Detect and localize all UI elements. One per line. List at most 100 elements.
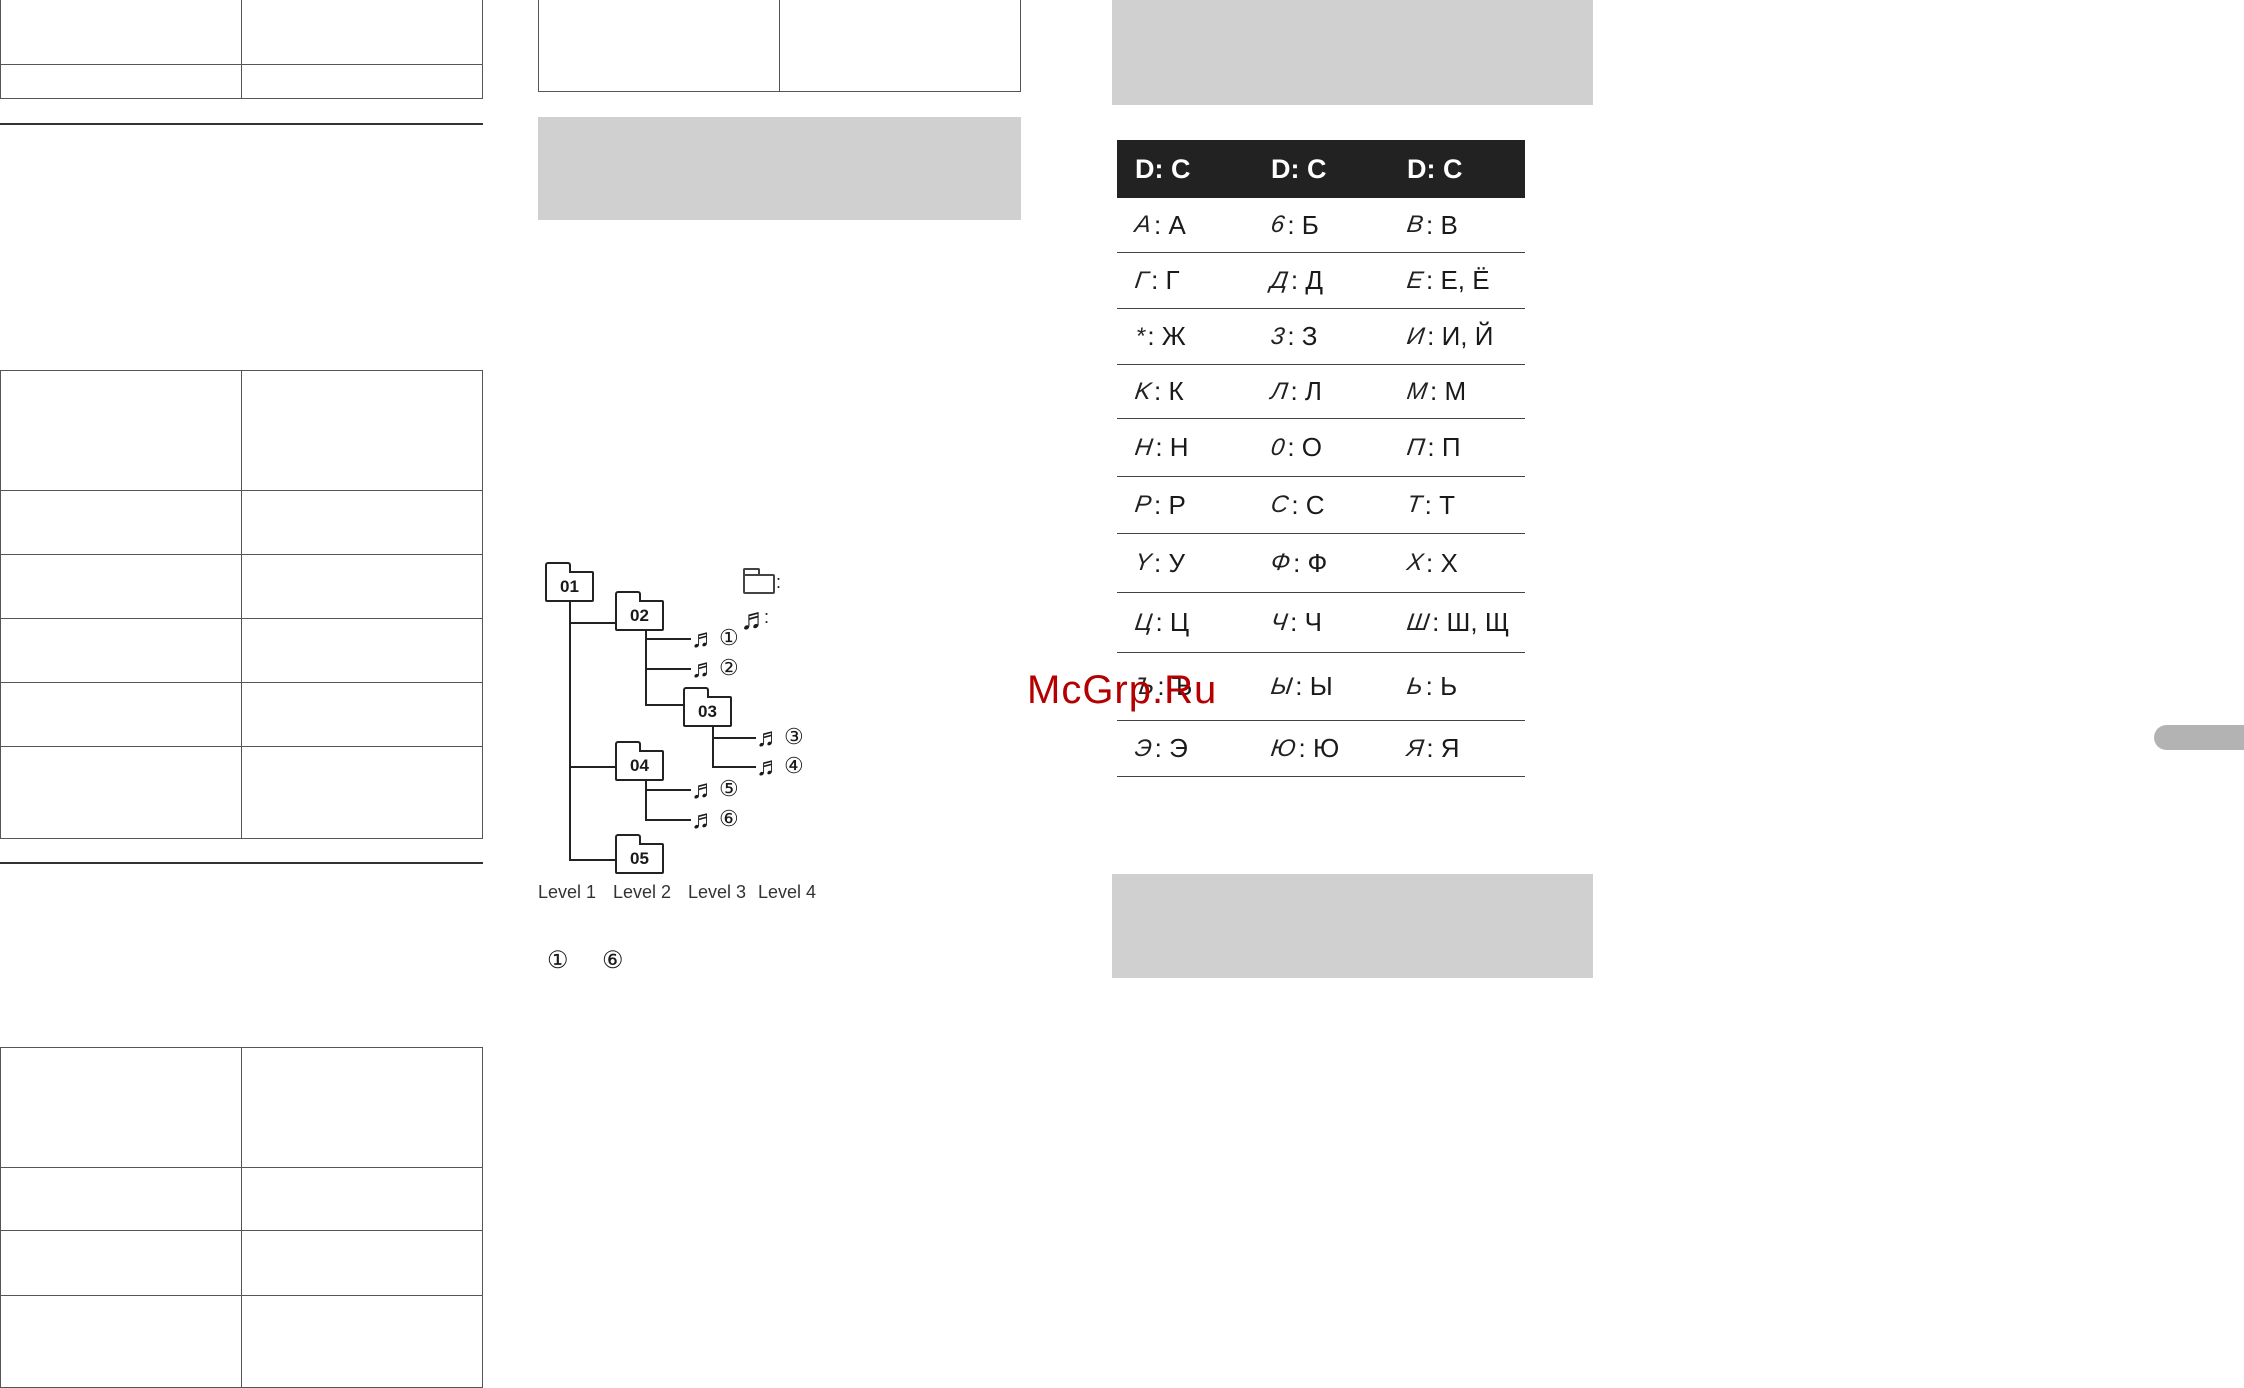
segment-glyph: Ь	[1405, 672, 1424, 700]
character-value: : Э	[1154, 733, 1188, 763]
character-value: : Ш, Щ	[1432, 607, 1510, 637]
music-note-icon: ♬	[740, 603, 770, 636]
character-value: : З	[1287, 321, 1318, 351]
character-value: : Д	[1290, 265, 1323, 295]
segment-glyph: Д	[1269, 266, 1289, 294]
table-cell: Л: Л	[1253, 365, 1389, 418]
segment-glyph: K	[1133, 377, 1152, 405]
level-label: Level 1	[538, 882, 597, 902]
table-cell	[538, 0, 780, 92]
song-item: ♬④	[756, 751, 804, 781]
table-cell: X: Х	[1389, 534, 1525, 592]
section-rule	[0, 123, 483, 125]
segment-glyph: H	[1133, 433, 1154, 461]
character-value: : Ы	[1295, 671, 1333, 701]
table-cell: Ф: Ф	[1253, 534, 1389, 592]
character-value: : Т	[1424, 489, 1456, 520]
folder-icon: 01	[545, 562, 594, 602]
table-cell	[241, 618, 483, 683]
table-cell: Ц: Ц	[1117, 593, 1253, 652]
table-cell: 3: З	[1253, 309, 1389, 364]
music-note-icon: ♬	[691, 804, 717, 834]
folder-icon: 05	[615, 834, 664, 874]
music-note-icon: ♬	[756, 722, 782, 752]
tree-line	[569, 766, 615, 768]
table-cell: E: Е, Ё	[1389, 253, 1525, 308]
table-cell: Я: Я	[1389, 721, 1525, 776]
segment-glyph: 0	[1269, 433, 1286, 461]
character-value: : Ц	[1155, 607, 1190, 637]
tree-line	[645, 789, 691, 791]
tree-line	[569, 859, 615, 861]
table-cell	[0, 1230, 242, 1296]
segment-glyph: 3	[1269, 322, 1286, 350]
segment-glyph: Л	[1269, 377, 1289, 405]
table-cell	[241, 1295, 483, 1388]
table-cell	[0, 0, 242, 65]
table-cell: 0: О	[1253, 419, 1389, 476]
segment-glyph: C	[1269, 491, 1290, 518]
table-cell: H: Н	[1117, 419, 1253, 476]
level-label: Level 3	[688, 882, 747, 902]
character-value: : К	[1154, 376, 1184, 406]
table-cell: A: А	[1117, 198, 1253, 252]
range-end: ⑥	[602, 947, 624, 974]
table-cell: Ю: Ю	[1253, 721, 1389, 776]
table-cell	[241, 490, 483, 555]
table-cell: M: М	[1389, 365, 1525, 418]
character-value: : Г	[1151, 265, 1180, 295]
level-label: Level 4	[758, 882, 817, 902]
character-value: : Ъ	[1157, 671, 1193, 701]
column-header: D: C	[1135, 154, 1191, 184]
table-cell: Y: У	[1117, 534, 1253, 592]
table-cell	[241, 64, 483, 99]
segment-glyph: 6	[1269, 211, 1286, 238]
table-cell: P: Р	[1117, 477, 1253, 533]
music-note-icon: ♬	[756, 751, 782, 781]
table-cell	[0, 370, 242, 491]
song-item: ♬③	[756, 722, 804, 752]
music-note-icon: ♬	[691, 623, 717, 653]
left-table-3	[0, 1047, 483, 1388]
segment-glyph: A	[1133, 211, 1152, 238]
segment-glyph: T	[1405, 491, 1423, 518]
table-cell: 6: Б	[1253, 198, 1389, 252]
tree-line	[569, 601, 571, 860]
table-cell: Д: Д	[1253, 253, 1389, 308]
folder-icon: 04	[615, 741, 664, 781]
character-value: : О	[1287, 432, 1323, 462]
tree-line	[712, 727, 714, 767]
section-rule	[0, 862, 483, 864]
tree-line	[645, 638, 691, 640]
segment-glyph: P	[1133, 491, 1152, 518]
segment-glyph: B	[1405, 211, 1424, 238]
segment-glyph: X	[1405, 549, 1424, 576]
table-cell: Э: Э	[1117, 721, 1253, 776]
segment-glyph: Ч	[1269, 608, 1289, 636]
note-box	[1112, 874, 1593, 978]
table-cell: C: С	[1253, 477, 1389, 533]
character-value: : Ю	[1298, 733, 1340, 763]
table-cell	[0, 618, 242, 683]
segment-glyph: Э	[1133, 734, 1153, 762]
music-note-icon: ♬	[691, 774, 717, 804]
table-cell: Ч: Ч	[1253, 593, 1389, 652]
song-item: ♬⑥	[691, 804, 739, 834]
table-cell: Ь: Ь	[1389, 653, 1525, 720]
character-value: : Е, Ё	[1426, 265, 1490, 295]
character-value: : Я	[1426, 733, 1460, 763]
table-cell	[0, 1047, 242, 1168]
segment-glyph: Ц	[1133, 608, 1154, 636]
character-value: : Р	[1154, 489, 1186, 520]
table-cell	[241, 1230, 483, 1296]
song-item: ♬②	[691, 653, 739, 683]
character-value: : Л	[1290, 376, 1322, 406]
table-cell: T: Т	[1389, 477, 1525, 533]
segment-glyph: И	[1405, 322, 1426, 350]
table-cell: Г: Г	[1117, 253, 1253, 308]
